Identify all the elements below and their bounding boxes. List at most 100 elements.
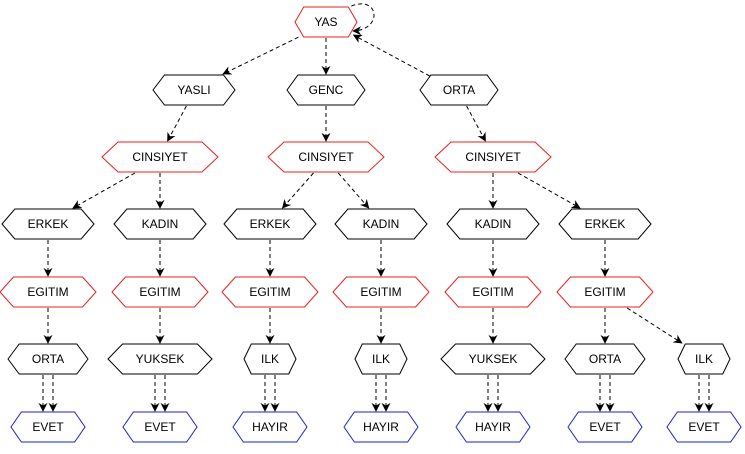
node-label: EVET	[32, 420, 64, 434]
node-egt1: EGITIM	[0, 276, 97, 308]
node-hexagon	[223, 208, 317, 240]
node-label: EGITIM	[139, 285, 180, 299]
edge-cins1-to-erkek1	[72, 172, 136, 209]
edge-line	[352, 34, 430, 77]
node-hexagon	[111, 276, 209, 308]
node-hexagon	[334, 208, 428, 240]
node-hexagon	[446, 208, 540, 240]
node-hexagon	[286, 74, 366, 106]
node-label: HAYIR	[252, 420, 288, 434]
node-label: EGITIM	[249, 285, 290, 299]
node-label: ERKEK	[585, 217, 626, 231]
edge-yas-to-yasli	[222, 36, 299, 75]
node-label: CINSIYET	[465, 150, 521, 164]
node-kadin3: KADIN	[446, 208, 540, 240]
node-label: ERKEK	[28, 217, 69, 231]
node-label: EVET	[688, 420, 720, 434]
node-label: ORTA	[32, 352, 64, 366]
node-hexagon	[294, 6, 358, 38]
node-v_orta2: ORTA	[564, 343, 646, 375]
node-cins1: CINSIYET	[101, 141, 219, 173]
edge-v_orta1-to-leaf1	[38, 375, 58, 412]
edge-v_yuksek1-to-leaf2	[150, 375, 170, 412]
edge-line	[167, 105, 187, 142]
node-label: HAYIR	[363, 420, 399, 434]
edge-line	[222, 36, 299, 75]
edge-line	[466, 105, 486, 142]
node-erkek3: ERKEK	[558, 208, 652, 240]
edge-cins2-to-kadin2	[337, 172, 370, 209]
edges-layer	[38, 3, 714, 412]
edge-line	[517, 172, 581, 209]
node-leaf1: EVET	[10, 411, 86, 443]
node-label: ORTA	[589, 352, 621, 366]
edge-line	[281, 172, 314, 209]
node-label: YUKSEK	[136, 352, 185, 366]
node-label: EVET	[144, 420, 176, 434]
node-label: YASLI	[177, 83, 210, 97]
node-label: YAS	[314, 15, 337, 29]
edge-v_ilk1-to-leaf3	[260, 375, 280, 412]
edge-line	[626, 307, 683, 344]
edge-yas-to-yas	[344, 3, 375, 36]
node-label: ILK	[695, 352, 713, 366]
node-hexagon	[354, 343, 408, 375]
node-hexagon	[677, 343, 731, 375]
node-label: CINSIYET	[132, 150, 188, 164]
node-v_ilk2: ILK	[354, 343, 408, 375]
node-hexagon	[556, 276, 654, 308]
node-label: ERKEK	[250, 217, 291, 231]
node-v_ilk1: ILK	[243, 343, 297, 375]
node-label: KADIN	[475, 217, 512, 231]
node-orta_age: ORTA	[419, 74, 499, 106]
node-label: EVET	[589, 420, 621, 434]
node-hexagon	[107, 343, 213, 375]
node-hexagon	[7, 343, 89, 375]
node-erkek1: ERKEK	[1, 208, 95, 240]
node-label: GENC	[309, 83, 344, 97]
node-leaf4: HAYIR	[343, 411, 419, 443]
node-yas: YAS	[294, 6, 358, 38]
edge-line	[344, 3, 375, 36]
nodes-layer: YAS YASLI GENC ORTA CINSIYET CINSIYET CINSIYET…	[0, 6, 742, 443]
edge-v_orta2-to-leaf6	[595, 375, 615, 412]
node-egt5: EGITIM	[444, 276, 542, 308]
node-egt6: EGITIM	[556, 276, 654, 308]
node-hexagon	[567, 411, 643, 443]
node-egt4: EGITIM	[332, 276, 430, 308]
node-label: KADIN	[363, 217, 400, 231]
node-egt2: EGITIM	[111, 276, 209, 308]
node-kadin1: KADIN	[113, 208, 207, 240]
node-hexagon	[10, 411, 86, 443]
node-hexagon	[221, 276, 319, 308]
node-label: EGITIM	[27, 285, 68, 299]
edge-orta_age-to-yas	[352, 34, 430, 77]
node-label: YUKSEK	[469, 352, 518, 366]
node-label: HAYIR	[475, 420, 511, 434]
node-hexagon	[434, 141, 552, 173]
node-label: CINSIYET	[298, 150, 354, 164]
node-hexagon	[558, 208, 652, 240]
node-yasli: YASLI	[152, 74, 236, 106]
node-label: ORTA	[443, 83, 475, 97]
node-v_yuksek1: YUKSEK	[107, 343, 213, 375]
node-v_ilk3: ILK	[677, 343, 731, 375]
edge-line	[337, 172, 370, 209]
edge-yasli-to-cins1	[167, 105, 187, 142]
node-leaf7: EVET	[666, 411, 742, 443]
node-v_yuksek2: YUKSEK	[440, 343, 546, 375]
node-hexagon	[232, 411, 308, 443]
edge-v_ilk3-to-leaf7	[694, 375, 714, 412]
node-cins3: CINSIYET	[434, 141, 552, 173]
node-hexagon	[0, 276, 97, 308]
node-leaf3: HAYIR	[232, 411, 308, 443]
node-label: KADIN	[142, 217, 179, 231]
node-hexagon	[267, 141, 385, 173]
node-leaf2: EVET	[122, 411, 198, 443]
node-hexagon	[113, 208, 207, 240]
node-hexagon	[455, 411, 531, 443]
node-label: ILK	[261, 352, 279, 366]
node-v_orta1: ORTA	[7, 343, 89, 375]
node-hexagon	[440, 343, 546, 375]
